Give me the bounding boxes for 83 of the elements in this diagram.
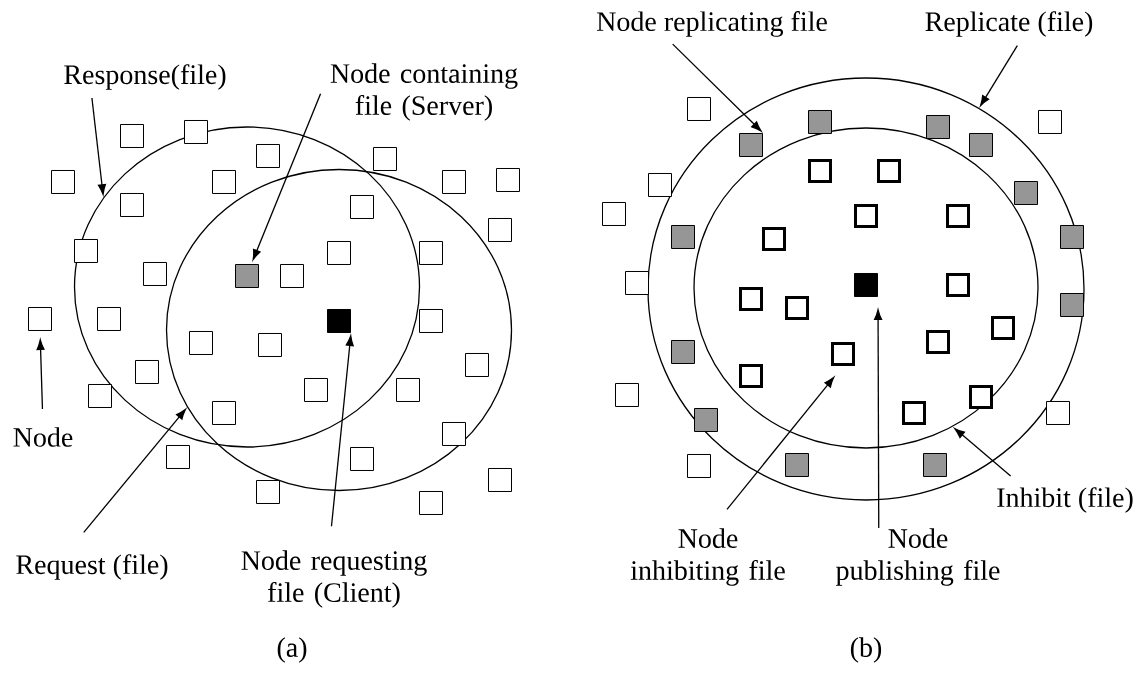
leader-arrow — [83, 408, 186, 534]
node-square — [602, 202, 626, 226]
leader-arrow — [874, 309, 883, 529]
node-square — [189, 331, 213, 355]
leader-arrow — [252, 93, 322, 261]
annotation-label: Node containing file (Server) — [330, 63, 518, 121]
node-square — [831, 342, 855, 366]
node-square — [120, 124, 144, 148]
node-square — [671, 225, 695, 249]
node-square — [350, 195, 374, 219]
node-square — [97, 307, 121, 331]
node-square — [854, 204, 878, 228]
node-square — [625, 271, 649, 295]
node-square — [877, 159, 901, 183]
node-square — [496, 168, 520, 192]
node-square — [1014, 181, 1038, 205]
node-square — [648, 173, 672, 197]
node-square — [28, 307, 52, 331]
leader-arrow — [954, 428, 1012, 477]
node-square — [442, 170, 466, 194]
node-square — [671, 340, 695, 364]
node-square — [327, 241, 351, 265]
node-square — [926, 330, 950, 354]
node-square — [120, 193, 144, 217]
node-square — [615, 383, 639, 407]
node-square — [212, 401, 236, 425]
annotation-label: Node replicating file — [596, 11, 827, 37]
node-square — [488, 218, 512, 242]
annotation-label: Node publishing file — [836, 528, 1000, 586]
annotation-label: Request (file) — [16, 554, 168, 580]
leader-arrow — [91, 97, 107, 196]
node-square — [785, 453, 809, 477]
node-square — [327, 309, 351, 333]
node-square — [256, 480, 280, 504]
leader-arrow — [726, 376, 835, 511]
node-square — [854, 273, 878, 297]
node-square — [88, 384, 112, 408]
node-square — [739, 364, 763, 388]
node-square — [166, 445, 190, 469]
node-square — [1038, 110, 1062, 134]
annotation-label: Replicate (file) — [925, 11, 1093, 37]
node-square — [1046, 401, 1070, 425]
node-square — [235, 264, 259, 288]
annotation-label: Node inhibiting file — [630, 528, 785, 586]
node-square — [419, 491, 443, 515]
node-square — [739, 287, 763, 311]
node-square — [442, 422, 466, 446]
annotation-label: Inhibit (file) — [997, 487, 1133, 513]
node-square — [396, 378, 420, 402]
node-square — [350, 447, 374, 471]
node-square — [488, 468, 512, 492]
leader-arrow — [980, 44, 1018, 107]
node-square — [256, 144, 280, 168]
node-square — [923, 453, 947, 477]
node-square — [212, 170, 236, 194]
node-square — [902, 401, 926, 425]
panel-label: (a) — [277, 637, 307, 663]
node-square — [808, 159, 832, 183]
node-square — [135, 360, 159, 384]
node-square — [258, 333, 282, 357]
node-square — [687, 454, 711, 478]
node-square — [946, 204, 970, 228]
node-square — [946, 273, 970, 297]
node-square — [373, 147, 397, 171]
node-square — [926, 115, 950, 139]
node-square — [762, 227, 786, 251]
node-square — [304, 378, 328, 402]
node-square — [465, 353, 489, 377]
node-square — [280, 264, 304, 288]
node-square — [785, 296, 809, 320]
annotation-label: Node requesting file (Client) — [241, 550, 427, 608]
panel-label: (b) — [850, 637, 882, 663]
node-square — [51, 170, 75, 194]
annotation-label: Response(file) — [64, 64, 226, 90]
annotation-label: Node — [13, 427, 73, 447]
leader-arrow — [36, 339, 45, 410]
node-square — [184, 120, 208, 144]
node-square — [991, 316, 1015, 340]
leader-arrow — [672, 43, 762, 132]
node-square — [687, 97, 711, 121]
node-square — [969, 133, 993, 157]
node-square — [143, 262, 167, 286]
leader-arrow — [330, 335, 354, 527]
